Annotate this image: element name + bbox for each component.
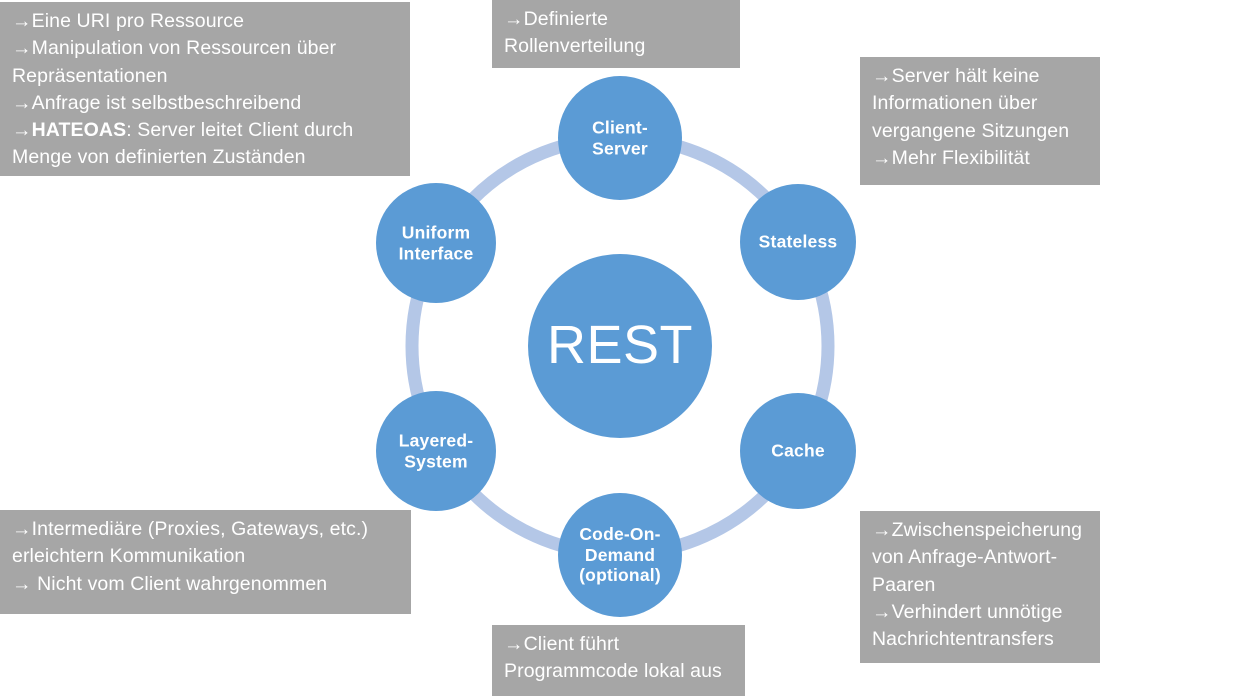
note-uniform-interface-hateoas-arrow: → bbox=[12, 119, 32, 142]
node-circle-layered-system bbox=[376, 391, 496, 511]
note-cache: →Zwischenspeicherung von Anfrage-Antwort… bbox=[860, 511, 1100, 663]
node-circle-cache bbox=[740, 393, 856, 509]
note-client-server: →Definierte Rollenverteilung bbox=[492, 0, 740, 68]
node-circle-client-server bbox=[558, 76, 682, 200]
note-code-on-demand-text: →Client führt Programmcode lokal aus bbox=[504, 633, 722, 683]
note-layered-system-text: →Intermediäre (Proxies, Gateways, etc.) … bbox=[12, 518, 369, 595]
note-stateless-text: →Server hält keine Informationen über ve… bbox=[872, 65, 1070, 169]
note-client-server-text: →Definierte Rollenverteilung bbox=[504, 8, 646, 58]
note-cache-text: →Zwischenspeicherung von Anfrage-Antwort… bbox=[872, 519, 1083, 651]
note-uniform-interface-hateoas-label: HATEOAS bbox=[31, 119, 127, 142]
note-uniform-interface-hateoas-rest: : Server leitet Client durch Menge von d… bbox=[12, 119, 354, 169]
note-uniform-interface: →Eine URI pro Ressource →Manipulation vo… bbox=[0, 2, 410, 176]
note-code-on-demand: →Client führt Programmcode lokal aus bbox=[492, 625, 745, 696]
note-stateless: →Server hält keine Informationen über ve… bbox=[860, 57, 1100, 185]
node-circle-stateless bbox=[740, 184, 856, 300]
note-uniform-interface-text: →Eine URI pro Ressource →Manipulation vo… bbox=[12, 10, 337, 114]
note-layered-system: →Intermediäre (Proxies, Gateways, etc.) … bbox=[0, 510, 411, 614]
node-circle-uniform-interface bbox=[376, 183, 496, 303]
node-circle-code-on-demand bbox=[558, 493, 682, 617]
center-circle-rest bbox=[528, 254, 712, 438]
